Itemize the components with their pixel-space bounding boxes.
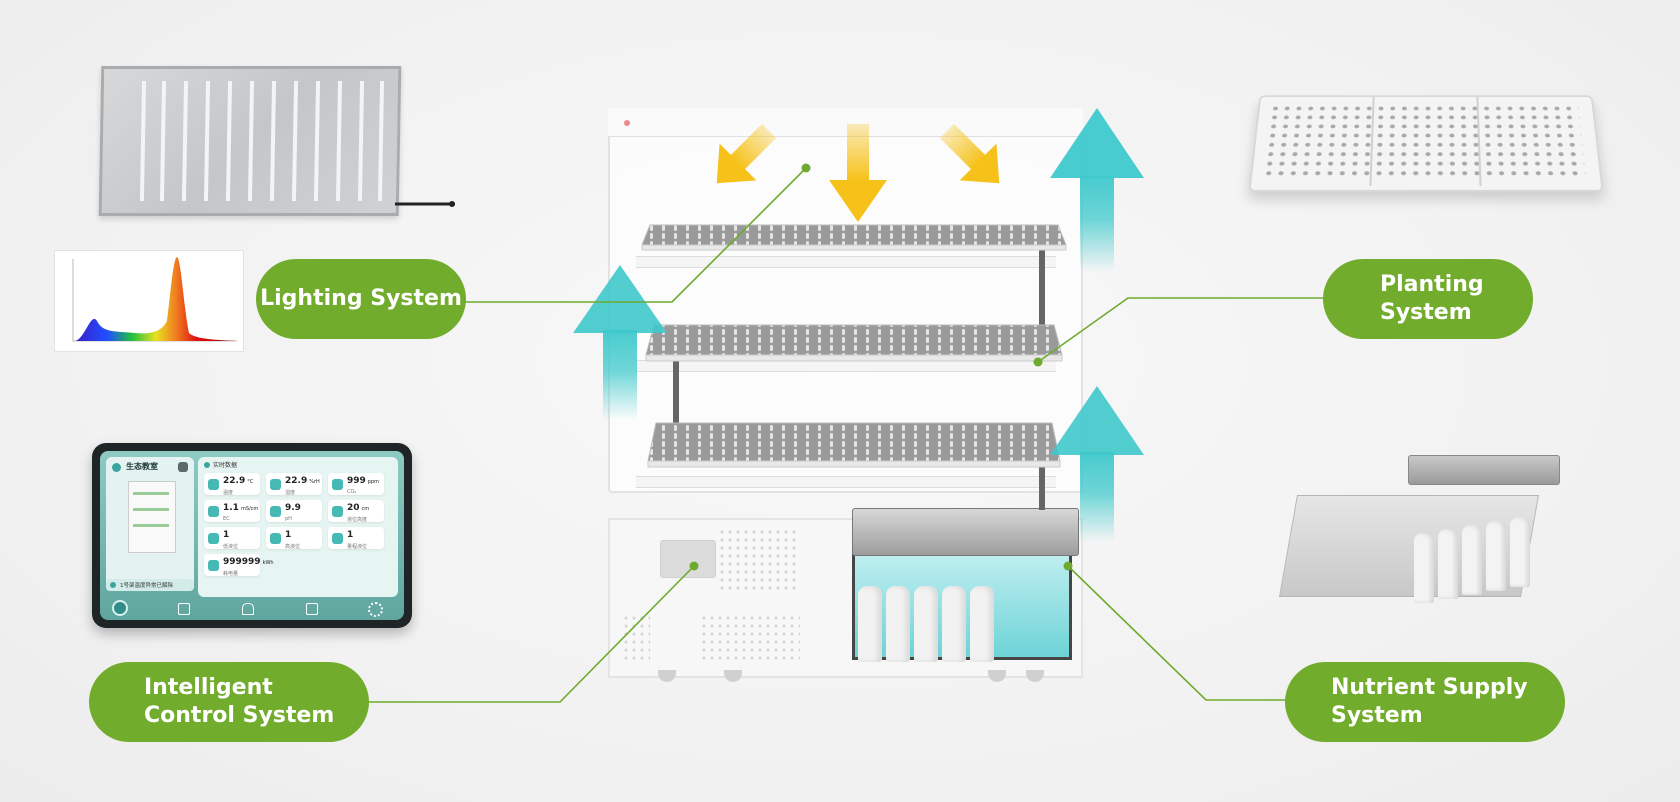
label-nutrient-supply-system: Nutrient Supply System (1285, 662, 1565, 742)
nav-home-icon[interactable] (112, 600, 128, 616)
caster-wheel-4 (1026, 670, 1044, 682)
led-strips (139, 81, 385, 201)
caster-wheel-1 (658, 670, 676, 682)
nutrient-bottle-2 (886, 586, 910, 662)
shelf-band-2 (636, 360, 1056, 372)
nutrient-module-image (1279, 455, 1560, 625)
tablet-section-title: 实时数据 (213, 462, 238, 469)
shelf-band-3 (636, 476, 1056, 488)
shelf-band-1 (636, 256, 1056, 268)
control-panel-box (660, 540, 716, 578)
thermometer-icon (208, 479, 219, 490)
cabinet-top-strip (608, 108, 1083, 137)
ph-icon (270, 506, 281, 517)
light-spectrum-image (54, 250, 244, 352)
tablet-status-text: 1号架温度异常已解除 (120, 583, 173, 589)
status-dot-icon (110, 582, 116, 588)
power-icon (208, 560, 219, 571)
range-level-icon (332, 533, 343, 544)
nutrient-bottle-1 (858, 586, 882, 662)
vent-grille-2 (700, 614, 800, 662)
vent-grille-3 (622, 614, 650, 662)
nutrient-bottle-4 (942, 586, 966, 662)
high-level-icon (270, 533, 281, 544)
nav-settings-icon[interactable] (368, 602, 383, 617)
drop-icon (112, 463, 121, 472)
planting-tray-image (1248, 95, 1604, 192)
tablet-nav-bar (106, 599, 398, 617)
tablet-status-bar: 1号架温度异常已解除 (106, 579, 194, 591)
indicator-light-icon (624, 120, 630, 126)
connector-nutrient (1067, 565, 1288, 701)
spectrum-curve (72, 257, 237, 342)
cabinet-body (608, 108, 1083, 493)
nav-alarm-icon[interactable] (242, 603, 254, 615)
level-icon (332, 506, 343, 517)
caster-wheel-3 (988, 670, 1006, 682)
nutrient-bottle-5 (970, 586, 994, 662)
nutrient-bottle-3 (914, 586, 938, 662)
nav-history-icon[interactable] (306, 603, 318, 615)
humidity-icon (270, 479, 281, 490)
vent-grille-1 (718, 528, 798, 590)
growing-cabinet (608, 108, 1083, 683)
label-lighting-system: Lighting System (256, 259, 466, 339)
low-level-icon (208, 533, 219, 544)
co2-icon (332, 479, 343, 490)
caster-wheel-2 (724, 670, 742, 682)
cabinet-thumbnail (128, 481, 176, 553)
label-intelligent-control-system: Intelligent Control System (89, 662, 369, 742)
tablet-device-card: 生态教室 (106, 457, 194, 587)
tablet-title: 生态教室 (126, 462, 158, 471)
realtime-icon (204, 462, 210, 468)
led-panel-image (98, 66, 402, 216)
ec-icon (208, 506, 219, 517)
pump-manifold (852, 508, 1079, 556)
home-icon[interactable] (178, 462, 188, 472)
nav-data-icon[interactable] (178, 603, 190, 615)
label-planting-system: Planting System (1323, 259, 1533, 339)
